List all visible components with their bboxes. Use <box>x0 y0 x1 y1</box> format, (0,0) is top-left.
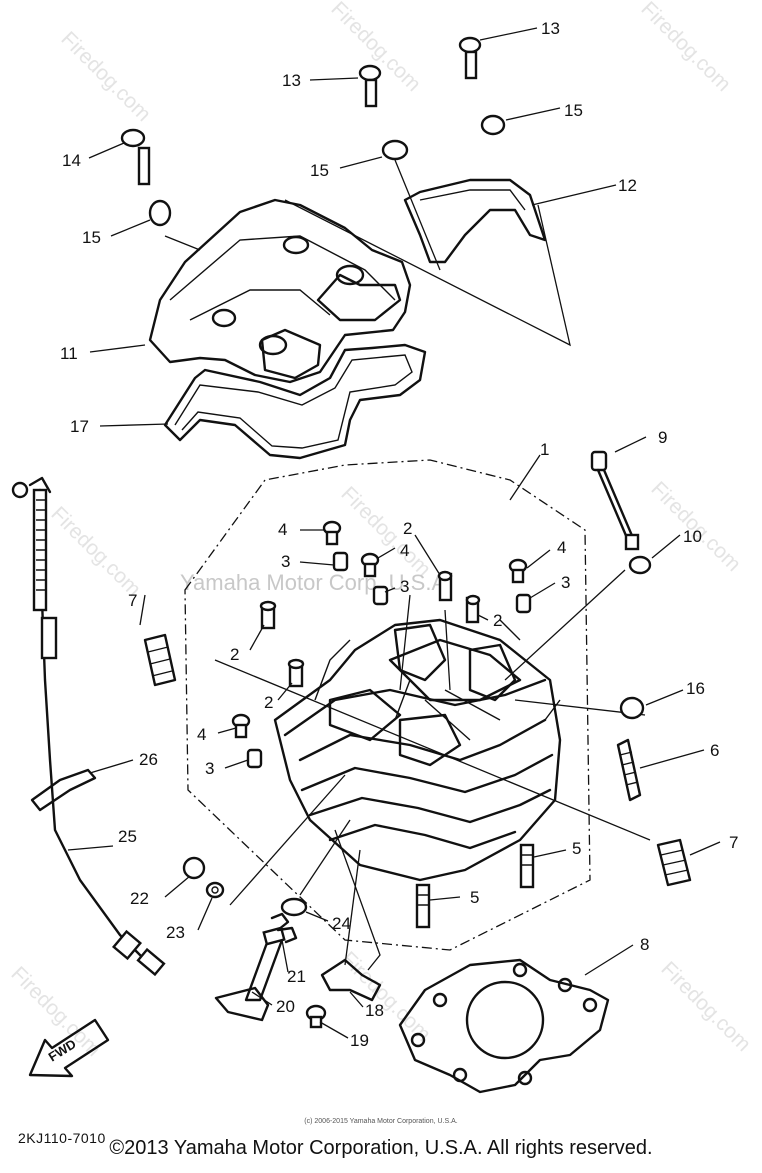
callout-25: 25 <box>118 827 137 846</box>
callout-5: 5 <box>470 888 479 907</box>
callout-22: 22 <box>130 889 149 908</box>
watermark-text: Firedog.com <box>46 502 145 601</box>
callout-9: 9 <box>658 428 667 447</box>
dowel-pin <box>246 748 263 769</box>
callout-3: 3 <box>400 577 409 596</box>
callout-13: 13 <box>282 71 301 90</box>
head-nut <box>508 558 528 584</box>
callout-7: 7 <box>729 833 738 852</box>
callout-23: 23 <box>166 923 185 942</box>
callout-4: 4 <box>557 538 566 557</box>
callout-4: 4 <box>400 541 409 560</box>
shaft-spring <box>270 912 298 944</box>
copyright-notice: ©2013 Yamaha Motor Corporation, U.S.A. A… <box>109 1137 653 1159</box>
cover-washer <box>381 139 409 161</box>
exhaust-stud <box>519 843 535 889</box>
callout-20: 20 <box>276 997 295 1016</box>
head-side-cover <box>403 178 547 264</box>
cover-washer <box>148 199 172 227</box>
plug-boot <box>143 633 177 687</box>
callout-18: 18 <box>365 1001 384 1020</box>
callout-4: 4 <box>197 725 206 744</box>
head-nut <box>231 713 251 739</box>
leader-lines <box>67 27 721 1039</box>
head-nut <box>360 552 380 578</box>
callout-21: 21 <box>287 967 306 986</box>
dowel-pin <box>515 593 532 614</box>
cylinder-head-assy-outline <box>184 459 591 951</box>
head-gasket <box>398 958 610 1094</box>
watermark-text: Firedog.com <box>636 0 735 96</box>
watermark-overlay: Yamaha Motor Corp. U.S.A. <box>180 570 452 595</box>
cover-washer <box>480 114 506 136</box>
plug-boot <box>656 838 692 887</box>
head-stud <box>437 570 453 602</box>
callout-2: 2 <box>264 693 273 712</box>
callout-4: 4 <box>278 520 287 539</box>
cover-bolt <box>358 64 382 108</box>
dowel-pin <box>372 585 389 606</box>
cover-bolt <box>458 36 482 80</box>
callout-2: 2 <box>493 611 502 630</box>
spark-plug <box>616 738 642 802</box>
valve-cover-assembly <box>120 36 571 460</box>
callout-19: 19 <box>350 1031 369 1050</box>
callout-5: 5 <box>572 839 581 858</box>
decompression-lever <box>320 958 382 1002</box>
callout-3: 3 <box>205 759 214 778</box>
cable-bracket <box>30 768 97 812</box>
head-stud <box>287 658 305 688</box>
cylinder-head <box>184 459 651 951</box>
plug-cap <box>619 696 645 720</box>
decompression-cable <box>11 476 166 977</box>
callout-15: 15 <box>310 161 329 180</box>
callout-7: 7 <box>128 591 137 610</box>
diagram-code: 2KJ110-7010 <box>18 1130 106 1146</box>
exhaust-stud <box>415 883 431 929</box>
callout-3: 3 <box>561 573 570 592</box>
head-nut <box>322 520 342 546</box>
callout-26: 26 <box>139 750 158 769</box>
head-stud <box>465 594 481 624</box>
callout-2: 2 <box>403 519 412 538</box>
callout-16: 16 <box>686 679 705 698</box>
plug-bolt <box>182 856 206 880</box>
cover-gasket <box>163 343 427 460</box>
callout-6: 6 <box>710 741 719 760</box>
bolt-washer <box>628 555 652 575</box>
callout-15: 15 <box>82 228 101 247</box>
callout-11: 11 <box>60 344 78 363</box>
callout-10: 10 <box>683 527 702 546</box>
small-notice: (c) 2006-2015 Yamaha Motor Corporation, … <box>304 1118 458 1125</box>
cover-bolt-hole <box>282 235 310 255</box>
callout-3: 3 <box>281 552 290 571</box>
long-head-bolt <box>590 450 640 551</box>
cover-bolt-hole <box>335 264 365 286</box>
dowel-pin <box>332 551 349 572</box>
callout-12: 12 <box>618 176 637 195</box>
watermark-layer: Firedog.com Firedog.com Firedog.com Fire… <box>6 0 755 1061</box>
cylinder-head-cover <box>148 198 412 384</box>
watermark-text: Firedog.com <box>56 27 155 126</box>
watermark-text: Firedog.com <box>336 482 435 581</box>
cover-bolt <box>120 128 151 186</box>
callout-8: 8 <box>640 935 649 954</box>
callout-1: 1 <box>540 440 549 459</box>
callout-13: 13 <box>541 19 560 38</box>
oil-seal <box>280 897 308 917</box>
decompression-shaft <box>214 926 286 1022</box>
callout-2: 2 <box>230 645 239 664</box>
callout-14: 14 <box>62 151 81 170</box>
plug-washer <box>205 881 225 899</box>
watermark-text: Firedog.com <box>656 957 755 1056</box>
callouts: 13 13 15 15 14 12 15 11 17 1 9 10 4 2 4 … <box>60 19 738 1050</box>
head-stud <box>259 600 277 630</box>
callout-15: 15 <box>564 101 583 120</box>
callout-24: 24 <box>332 914 351 933</box>
callout-17: 17 <box>70 417 89 436</box>
cover-bolt-hole <box>211 308 237 328</box>
